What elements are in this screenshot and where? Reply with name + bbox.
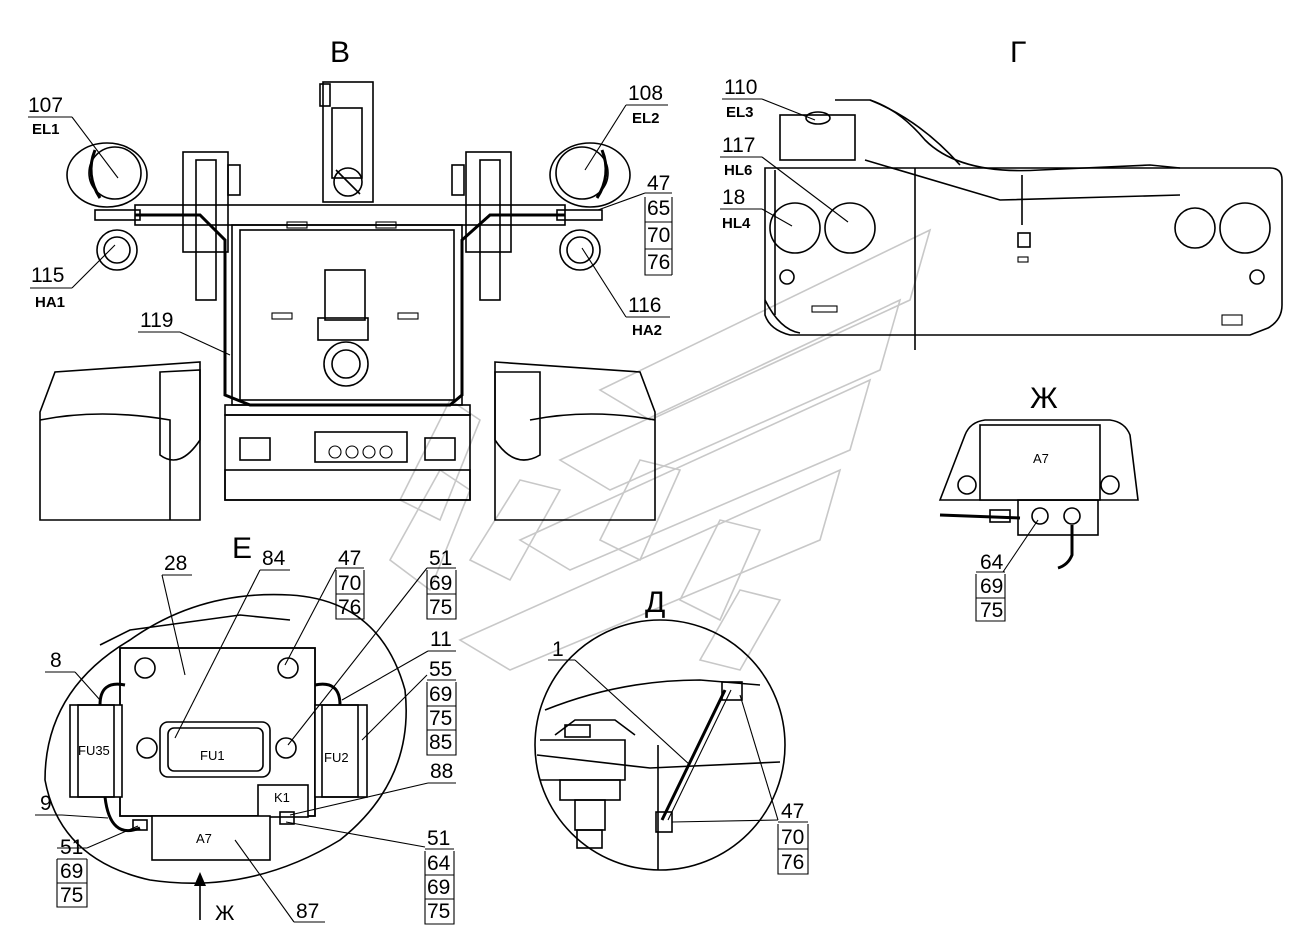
callout-107: 107 EL1 (28, 94, 119, 179)
callout-11: 11 (341, 628, 456, 701)
stack-e-bottom-left: 51 69 75 (56, 825, 139, 908)
callout-117-number: 117 (722, 134, 755, 157)
stack-e-bottom-right: 51 64 69 75 (285, 821, 455, 925)
stack-d-1: 70 (781, 826, 804, 849)
callout-107-code: EL1 (32, 121, 60, 138)
view-d-assembly (534, 619, 786, 871)
component-fu35: FU35 (78, 743, 110, 758)
stack-e-right-0: 55 (429, 658, 452, 681)
view-v-assembly (39, 81, 656, 521)
callout-117: 117 HL6 (720, 134, 849, 223)
stack-e-top-0: 47 (338, 547, 361, 570)
callout-119-number: 119 (140, 309, 173, 332)
callout-9: 9 (35, 792, 109, 819)
stack-d-2: 76 (781, 851, 804, 874)
callout-1-number: 1 (552, 638, 564, 661)
stack-v-right-1: 65 (647, 197, 670, 220)
view-label-v: В (330, 36, 350, 69)
view-arrow-label-zh: Ж (215, 902, 235, 925)
callout-84-number: 84 (262, 547, 286, 570)
stack-e-bottom-left-1: 69 (60, 860, 83, 883)
callout-88: 88 (289, 760, 456, 816)
stack-e-right-2: 75 (429, 707, 452, 730)
view-e-assembly (44, 593, 407, 920)
callout-18-number: 18 (722, 186, 745, 209)
stack-d-0: 47 (781, 800, 804, 823)
stack-e-bottom-right-1: 64 (427, 852, 451, 875)
callout-108-number: 108 (628, 82, 663, 105)
stack-e-bottom-left-2: 75 (60, 884, 83, 907)
stack-e-mid-0: 51 (429, 547, 452, 570)
stack-e-top-2: 76 (338, 596, 361, 619)
view-g-assembly (764, 99, 1283, 350)
callout-107-number: 107 (28, 94, 63, 117)
component-fu2: FU2 (324, 750, 349, 765)
stack-d: 47 70 76 (671, 694, 809, 875)
callout-11-number: 11 (430, 628, 452, 651)
callout-28: 28 (161, 552, 192, 676)
stack-e-right-1: 69 (429, 683, 452, 706)
callout-116-number: 116 (628, 294, 661, 317)
stack-v-right-3: 76 (647, 251, 670, 274)
view-label-g: Г (1010, 36, 1026, 69)
stack-zh-1: 69 (980, 575, 1003, 598)
stack-e-right: 55 69 75 85 (361, 658, 457, 756)
stack-zh-0: 64 (980, 551, 1004, 574)
callout-115-code: HA1 (35, 294, 65, 311)
callout-8-number: 8 (50, 649, 62, 672)
callout-28-number: 28 (164, 552, 187, 575)
callout-1: 1 (548, 638, 691, 766)
callout-84: 84 (174, 547, 290, 739)
callout-119: 119 (138, 309, 231, 356)
stack-e-mid-1: 69 (429, 572, 452, 595)
view-label-d: Д (645, 586, 665, 619)
callout-18: 18 HL4 (720, 186, 793, 232)
callout-110-number: 110 (724, 76, 757, 99)
stack-e-bottom-right-0: 51 (427, 827, 450, 850)
component-a7-zh: A7 (1033, 451, 1049, 466)
callout-115: 115 HA1 (30, 244, 116, 311)
callout-8: 8 (45, 649, 101, 701)
stack-e-mid: 51 69 75 (287, 547, 457, 746)
stack-v-right: 47 65 70 76 (597, 172, 673, 276)
callout-87: 87 (234, 839, 325, 923)
view-label-zh: Ж (1030, 382, 1058, 415)
callout-117-code: HL6 (724, 162, 752, 179)
stack-e-mid-2: 75 (429, 596, 452, 619)
component-fu1: FU1 (200, 748, 225, 763)
stack-e-bottom-right-2: 69 (427, 876, 450, 899)
stack-zh-2: 75 (980, 599, 1003, 622)
view-zh-assembly (938, 419, 1139, 570)
callout-116-code: HA2 (632, 322, 662, 339)
component-a7-e: A7 (196, 831, 212, 846)
callout-87-number: 87 (296, 900, 319, 923)
stack-v-right-0: 47 (647, 172, 670, 195)
callout-116: 116 HA2 (581, 247, 670, 339)
callout-108-code: EL2 (632, 110, 660, 127)
callout-9-number: 9 (40, 792, 52, 815)
callout-108: 108 EL2 (584, 82, 668, 171)
stack-v-right-2: 70 (647, 224, 670, 247)
component-k1: K1 (274, 790, 290, 805)
stack-zh: 64 69 75 (975, 519, 1039, 622)
stack-e-top: 47 70 76 (284, 547, 365, 666)
callout-110: 110 EL3 (722, 76, 816, 121)
callout-18-code: HL4 (722, 215, 751, 232)
view-label-e: Е (232, 532, 252, 565)
callout-110-code: EL3 (726, 104, 754, 121)
stack-e-right-3: 85 (429, 731, 452, 754)
stack-e-bottom-right-3: 75 (427, 900, 450, 923)
callout-88-number: 88 (430, 760, 453, 783)
callout-115-number: 115 (31, 264, 64, 287)
stack-e-top-1: 70 (338, 572, 361, 595)
